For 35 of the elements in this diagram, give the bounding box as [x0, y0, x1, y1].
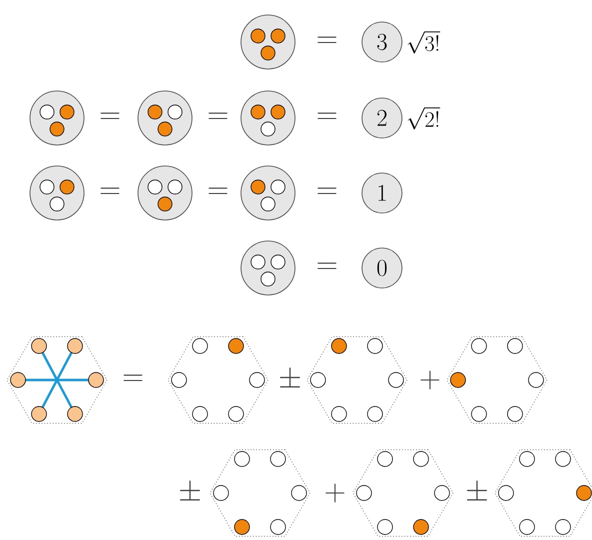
dot-circle-drawing: [30, 90, 84, 146]
math-sign: $=$: [208, 188, 228, 194]
math-sign: $=$: [318, 262, 336, 270]
dot-circle-drawing: [240, 240, 296, 296]
dot-circle-drawing: [30, 166, 84, 220]
dot-circle-drawing: [138, 166, 192, 220]
star-graph-drawing: [6, 336, 108, 424]
math-sign: $\pm$: [466, 480, 487, 500]
dot-circle-drawing: [138, 90, 192, 146]
math-sign: $=$: [208, 112, 228, 120]
math-sign: $=$: [318, 188, 336, 194]
dot-hexagon-drawing: [494, 449, 592, 537]
dot-hexagon-drawing: [168, 336, 268, 424]
dot-hexagon-drawing: [210, 449, 310, 537]
circled-number: $3$: [362, 22, 402, 62]
circled-number: $0$: [362, 248, 402, 288]
math-sign: $=$: [318, 112, 336, 120]
dot-hexagon-drawing: [352, 449, 454, 537]
square-root: $\sqrt{3!}$: [408, 31, 440, 54]
circled-number: $1$: [362, 172, 402, 214]
math-sign: $+$: [420, 370, 440, 390]
math-sign: $=$: [100, 112, 120, 120]
dot-circle-drawing: [240, 90, 296, 146]
math-sign: $\pm$: [280, 368, 300, 388]
dot-circle-drawing: [240, 14, 296, 70]
math-sign: $=$: [124, 374, 142, 382]
dot-circle-drawing: [240, 166, 296, 220]
math-sign: $=$: [100, 188, 120, 194]
math-sign: $=$: [318, 36, 336, 44]
square-root: $\sqrt{2!}$: [408, 107, 440, 130]
math-sign: $\pm$: [180, 480, 200, 500]
dot-hexagon-drawing: [446, 336, 548, 424]
circled-number: $2$: [362, 98, 402, 138]
dot-hexagon-drawing: [306, 336, 408, 424]
math-sign: $+$: [326, 484, 344, 502]
